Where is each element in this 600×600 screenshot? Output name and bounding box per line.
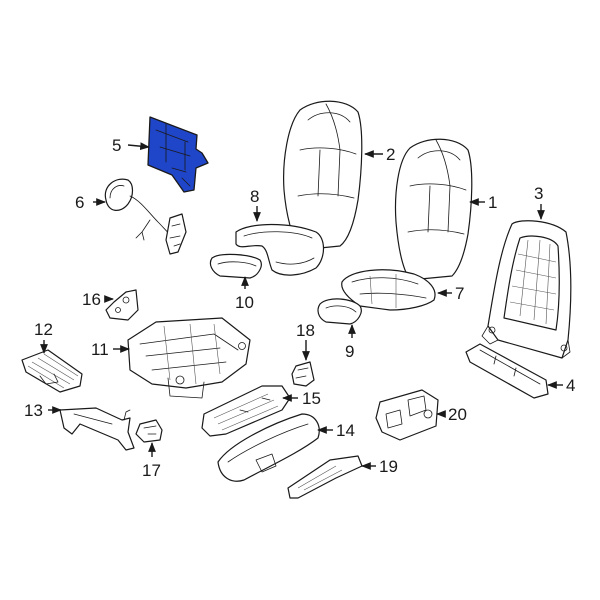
leader-lines <box>40 142 563 470</box>
part-4-seat-back-bracket[interactable] <box>465 343 549 399</box>
part-2-seat-back-cover[interactable] <box>283 100 363 251</box>
part-9-front-cushion[interactable] <box>317 298 362 325</box>
part-13-side-rail[interactable] <box>59 407 135 451</box>
callout-19[interactable]: 19 <box>379 457 398 476</box>
callout-14[interactable]: 14 <box>336 421 355 440</box>
part-17-clip[interactable] <box>135 419 163 443</box>
callout-16[interactable]: 16 <box>82 290 101 309</box>
callout-12[interactable]: 12 <box>34 320 53 339</box>
callout-8[interactable]: 8 <box>250 187 259 206</box>
callout-15[interactable]: 15 <box>302 389 321 408</box>
part-1-seat-back-cover[interactable] <box>394 138 473 281</box>
leader-5 <box>127 142 150 151</box>
part-15-side-trim[interactable] <box>201 385 291 437</box>
callout-11[interactable]: 11 <box>91 340 109 359</box>
part-5-seat-back-panel[interactable] <box>147 116 209 193</box>
part-10-cushion-pad[interactable] <box>209 253 262 279</box>
part-3-seat-back-frame[interactable] <box>481 220 572 359</box>
callout-20[interactable]: 20 <box>448 405 467 424</box>
part-7-seat-cushion-foam[interactable] <box>341 269 436 311</box>
part-12-vent-pad[interactable] <box>21 349 83 393</box>
callout-13[interactable]: 13 <box>24 401 43 420</box>
callout-6[interactable]: 6 <box>75 193 84 212</box>
part-18-connector-bracket[interactable] <box>291 361 315 387</box>
part-14-outer-side-cover[interactable] <box>217 413 320 482</box>
callout-3[interactable]: 3 <box>534 184 543 203</box>
callout-1[interactable]: 1 <box>488 193 497 212</box>
callout-18[interactable]: 18 <box>296 321 315 340</box>
callout-7[interactable]: 7 <box>455 284 464 303</box>
callout-4[interactable]: 4 <box>566 376 575 395</box>
part-8-seat-cushion-bolster[interactable] <box>235 223 325 276</box>
callout-10[interactable]: 10 <box>235 293 254 312</box>
callout-5[interactable]: 5 <box>112 136 121 155</box>
callout-labels: 5 6 2 1 3 4 8 10 7 9 16 11 12 13 17 18 1… <box>24 136 575 480</box>
part-6-side-shell-harness[interactable] <box>104 178 187 255</box>
callout-9[interactable]: 9 <box>345 342 354 361</box>
part-16-mounting-bracket[interactable] <box>105 289 139 321</box>
callout-2[interactable]: 2 <box>386 145 395 164</box>
part-19-trim-strip[interactable] <box>287 455 363 499</box>
part-20-seat-switch[interactable] <box>375 389 439 441</box>
callout-17[interactable]: 17 <box>142 461 161 480</box>
part-11-seat-frame[interactable] <box>127 317 251 399</box>
part-5-shape <box>147 116 209 193</box>
